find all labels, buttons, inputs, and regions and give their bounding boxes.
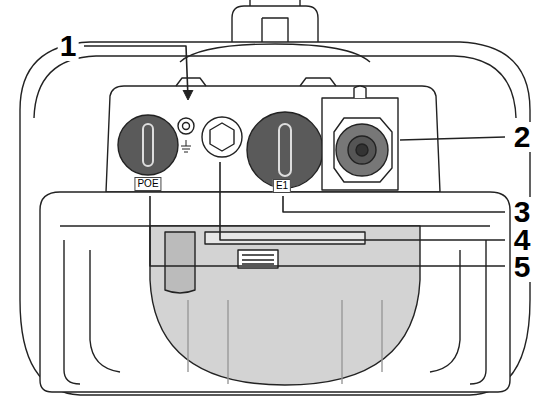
callout-number: 1: [58, 31, 79, 61]
device-outline: [143, 124, 153, 166]
device-outline: [150, 196, 505, 266]
device-outline: [400, 137, 505, 140]
device-outline: [84, 46, 188, 98]
device-outline: [165, 232, 195, 293]
device-outline: [242, 255, 274, 264]
device-outline: [205, 232, 365, 244]
device-outline: [40, 192, 510, 392]
device-outline: [188, 300, 382, 384]
device-outline: [183, 90, 193, 100]
callout-number: 2: [512, 122, 533, 152]
port-label: E1: [273, 179, 291, 193]
device-outline: [180, 44, 370, 62]
device-outline: [348, 136, 376, 164]
device-outline: [20, 42, 530, 395]
callout-number: 3: [512, 197, 533, 227]
device-outline: [176, 78, 336, 86]
device-outline: [334, 118, 392, 182]
device-outline: [210, 123, 234, 151]
device-outline: [106, 86, 440, 192]
device-outline: [150, 226, 420, 385]
device-outline: [118, 115, 178, 175]
port-label: POE: [134, 177, 161, 191]
device-outline: [283, 196, 505, 212]
device-outline: [247, 112, 323, 188]
device-outline: [178, 118, 194, 134]
device-outline: [279, 124, 291, 176]
device-outline: [356, 144, 368, 156]
device-outline: [181, 140, 191, 152]
device-outline: [336, 124, 388, 176]
device-outline: [232, 6, 318, 42]
callout-number: 4: [512, 225, 533, 255]
device-outline: [202, 117, 242, 157]
device-outline: [250, 0, 300, 42]
device-outline: [20, 0, 530, 395]
device-outline: [354, 86, 366, 98]
callout-number: 5: [512, 252, 533, 282]
device-outline: [183, 123, 190, 130]
device-outline: [220, 162, 505, 240]
device-outline: [322, 98, 398, 190]
